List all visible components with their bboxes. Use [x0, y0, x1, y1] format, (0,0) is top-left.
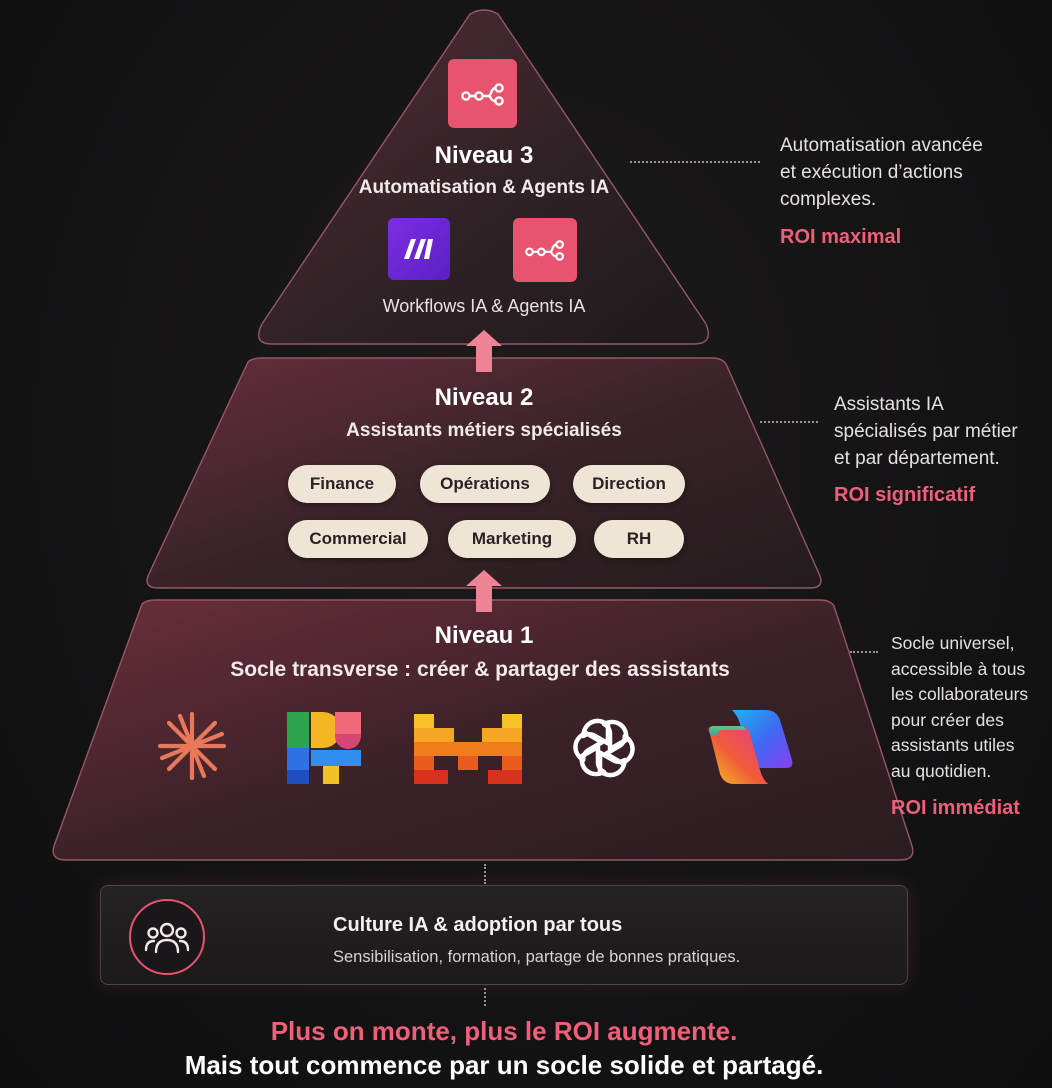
level1-title: Niveau 1: [434, 622, 534, 649]
chip-commercial: Commercial: [288, 520, 428, 558]
claude-icon: [157, 711, 227, 781]
make-icon: [388, 218, 450, 280]
connector-line: [630, 161, 760, 163]
chip-direction: Direction: [573, 465, 685, 503]
level3-subtitle: Automatisation & Agents IA: [358, 177, 610, 198]
culture-description: Sensibilisation, formation, partage de b…: [333, 948, 741, 966]
level2-subtitle: Assistants métiers spécialisés: [346, 420, 622, 441]
level2-description: Assistants IA spécialisés par métier et …: [834, 394, 1018, 469]
level1-subtitle: Socle transverse : créer & partager des …: [230, 658, 730, 681]
mistral-icon: [414, 714, 522, 784]
level3-title: Niveau 3: [434, 142, 534, 169]
arrow-up-icon: [466, 570, 502, 612]
culture-title: Culture IA & adoption par tous: [333, 914, 623, 936]
level2-roi: ROI significatif: [834, 484, 976, 506]
people-group-icon: [129, 899, 205, 975]
culture-panel: [100, 885, 908, 985]
level1-description: Socle universel, accessible à tous les c…: [891, 633, 1029, 781]
connector-line: [760, 421, 818, 423]
chip-operations: Opérations: [420, 465, 550, 503]
level3-roi: ROI maximal: [780, 226, 902, 248]
gemini-blocks-icon: [287, 712, 361, 784]
level3-layer: [258, 9, 709, 345]
connector-line: [484, 988, 486, 1006]
openai-icon: [573, 718, 635, 778]
level3-description: Automatisation avancée et exécution d’ac…: [780, 135, 983, 210]
n8n-icon: [448, 59, 517, 128]
chip-rh: RH: [594, 520, 684, 558]
chip-marketing: Marketing: [448, 520, 576, 558]
level3-caption: Workflows IA & Agents IA: [382, 296, 586, 316]
footer-line-1: Plus on monte, plus le ROI augmente.: [270, 1016, 738, 1046]
connector-line: [484, 864, 486, 884]
footer-line-2: Mais tout commence par un socle solide e…: [184, 1050, 824, 1080]
level2-title: Niveau 2: [434, 384, 534, 411]
copilot-icon: [708, 710, 793, 784]
arrow-up-icon: [466, 330, 502, 372]
connector-line: [850, 651, 878, 653]
n8n-icon: [513, 218, 577, 282]
level1-roi: ROI immédiat: [891, 797, 1020, 819]
chip-finance: Finance: [288, 465, 396, 503]
